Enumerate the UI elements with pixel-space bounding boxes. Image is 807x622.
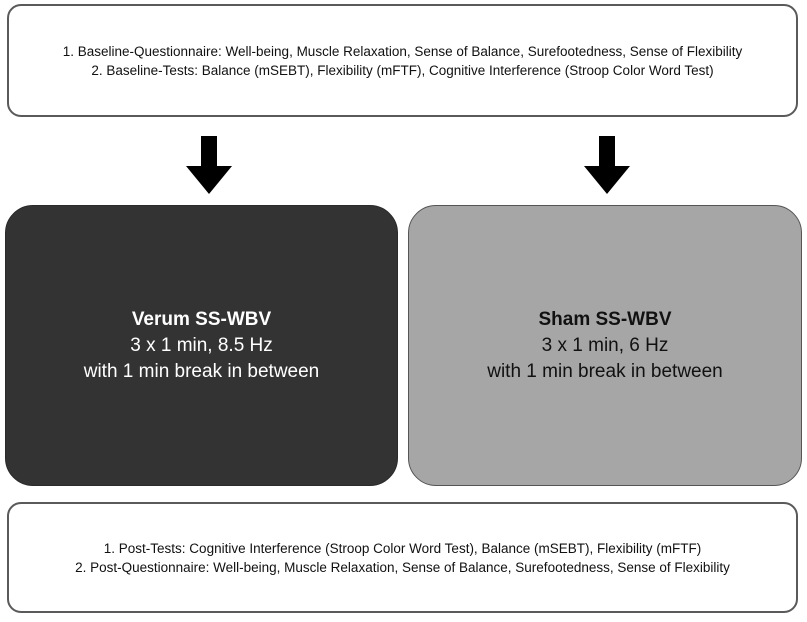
sham-title: Sham SS-WBV [538,308,672,330]
verum-condition-box: Verum SS-WBV 3 x 1 min, 8.5 Hz with 1 mi… [5,205,398,486]
post-questionnaire-text: 2. Post-Questionnaire: Well-being, Muscl… [75,559,730,575]
baseline-questionnaire-text: 1. Baseline-Questionnaire: Well-being, M… [62,43,743,59]
baseline-tests-text: 2. Baseline-Tests: Balance (mSEBT), Flex… [91,62,714,78]
verum-break-text: with 1 min break in between [83,360,320,382]
verum-protocol-text: 3 x 1 min, 8.5 Hz [130,334,273,356]
sham-condition-box: Sham SS-WBV 3 x 1 min, 6 Hz with 1 min b… [408,205,802,486]
baseline-box: 1. Baseline-Questionnaire: Well-being, M… [7,4,798,117]
sham-protocol-text: 3 x 1 min, 6 Hz [541,334,669,356]
down-arrow-icon [186,136,232,194]
post-tests-text: 1. Post-Tests: Cognitive Interference (S… [103,540,702,556]
down-arrow-icon [584,136,630,194]
verum-title: Verum SS-WBV [131,308,272,330]
post-box: 1. Post-Tests: Cognitive Interference (S… [7,502,798,613]
sham-break-text: with 1 min break in between [487,360,723,382]
